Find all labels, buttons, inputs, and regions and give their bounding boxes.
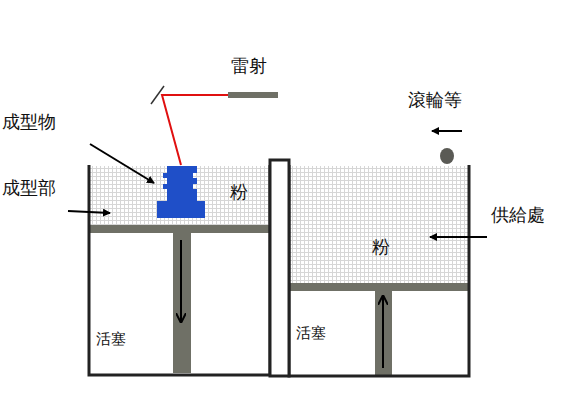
leader-arrow xyxy=(68,211,110,213)
part-label: 成型部 xyxy=(2,178,56,198)
part-label: 成型物 xyxy=(2,112,56,132)
build-platform xyxy=(90,225,269,233)
roller xyxy=(440,148,454,164)
supply-platform xyxy=(290,283,468,291)
powder-label: 粉 xyxy=(230,182,248,202)
leader-arrow xyxy=(90,144,154,183)
laser-source xyxy=(228,92,278,98)
build-chamber-wall xyxy=(89,165,270,375)
supply-chamber-wall xyxy=(289,165,469,376)
built-object xyxy=(157,166,205,218)
mirror xyxy=(151,86,164,104)
laser-label: 雷射 xyxy=(231,56,267,76)
up-arrow xyxy=(382,296,384,368)
leader-arrow xyxy=(430,236,487,238)
piston-label: 活塞 xyxy=(296,325,326,342)
roller-label: 滾輪等 xyxy=(408,90,462,110)
middle-wall xyxy=(270,160,289,376)
build-piston-rod xyxy=(173,233,191,373)
part-label: 供給處 xyxy=(491,205,545,225)
laser-beam xyxy=(162,95,228,165)
piston-label: 活塞 xyxy=(96,331,126,348)
down-arrow xyxy=(180,240,182,322)
powder-label: 粉 xyxy=(372,237,390,257)
powder-supply xyxy=(290,166,468,283)
roller-arrow xyxy=(432,130,462,132)
supply-piston-rod xyxy=(375,291,392,375)
powder-build xyxy=(90,166,269,225)
